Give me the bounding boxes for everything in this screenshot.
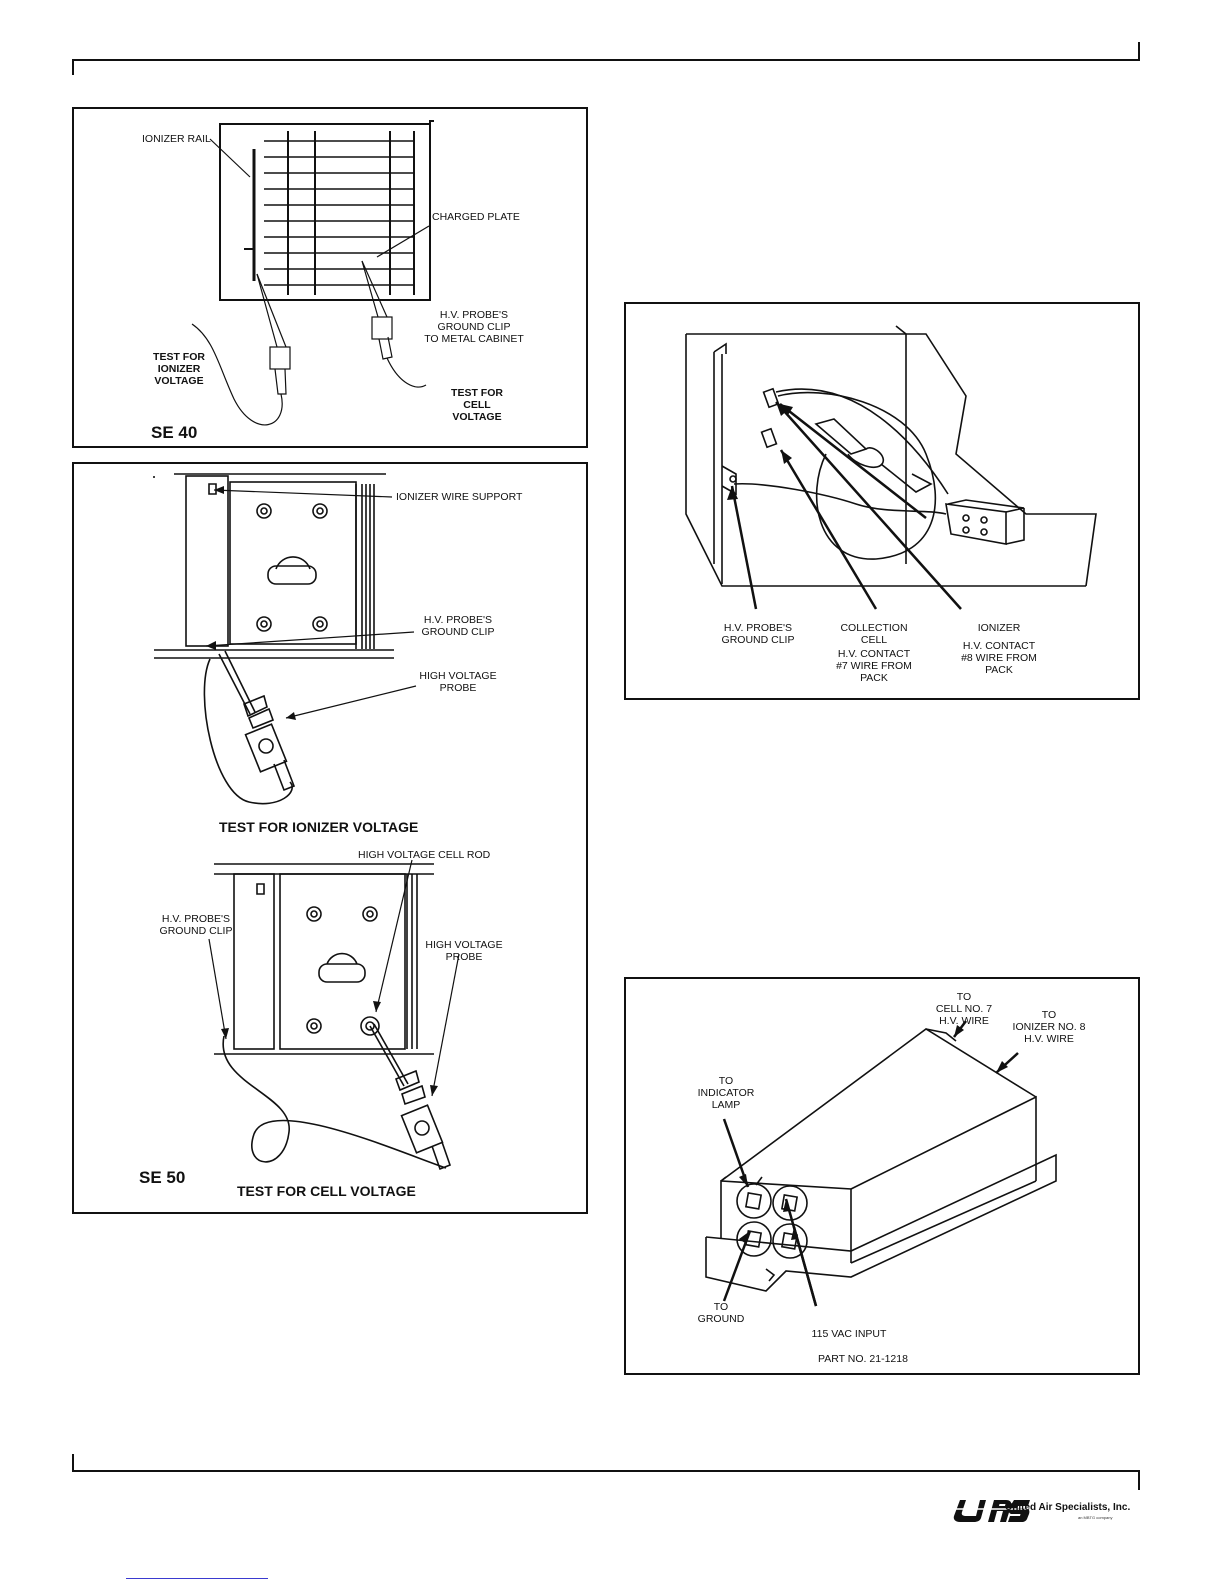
label-ionizer-wire-support: IONIZER WIRE SUPPORT	[396, 491, 523, 503]
company-name: United Air Specialists, Inc.	[1005, 1502, 1131, 1513]
top-rule-left-tick	[72, 59, 74, 75]
label-ionizer-rail: IONIZER RAIL	[142, 133, 211, 145]
label-vac-input: 115 VAC INPUT	[811, 1328, 887, 1340]
top-rule	[72, 59, 1140, 61]
bottom-rule-right-tick	[1138, 1470, 1140, 1490]
bottom-rule	[72, 1470, 1140, 1472]
company-subtitle: an MBTG company	[1078, 1515, 1113, 1520]
caption-test-ionizer-voltage: TEST FOR IONIZER VOLTAGE	[219, 819, 419, 835]
link-underline[interactable]	[126, 1578, 268, 1579]
uas-logo	[953, 1500, 1034, 1522]
model-se40: SE 40	[151, 423, 198, 442]
label-part-number: PART NO. 21-1218	[818, 1353, 908, 1365]
caption-test-cell-voltage: TEST FOR CELL VOLTAGE	[237, 1183, 416, 1199]
hv-contacts-drawing	[685, 325, 1097, 610]
label-cell-rod: HIGH VOLTAGE CELL ROD	[358, 849, 491, 861]
label-charged-plate: CHARGED PLATE	[432, 211, 520, 223]
model-se50: SE 50	[139, 1168, 186, 1187]
top-rule-right-tick	[1138, 42, 1140, 61]
bottom-rule-left-tick	[72, 1454, 74, 1472]
power-pack-drawing	[705, 1020, 1057, 1307]
se50-drawing	[153, 473, 460, 1171]
se40-drawing	[191, 120, 434, 426]
